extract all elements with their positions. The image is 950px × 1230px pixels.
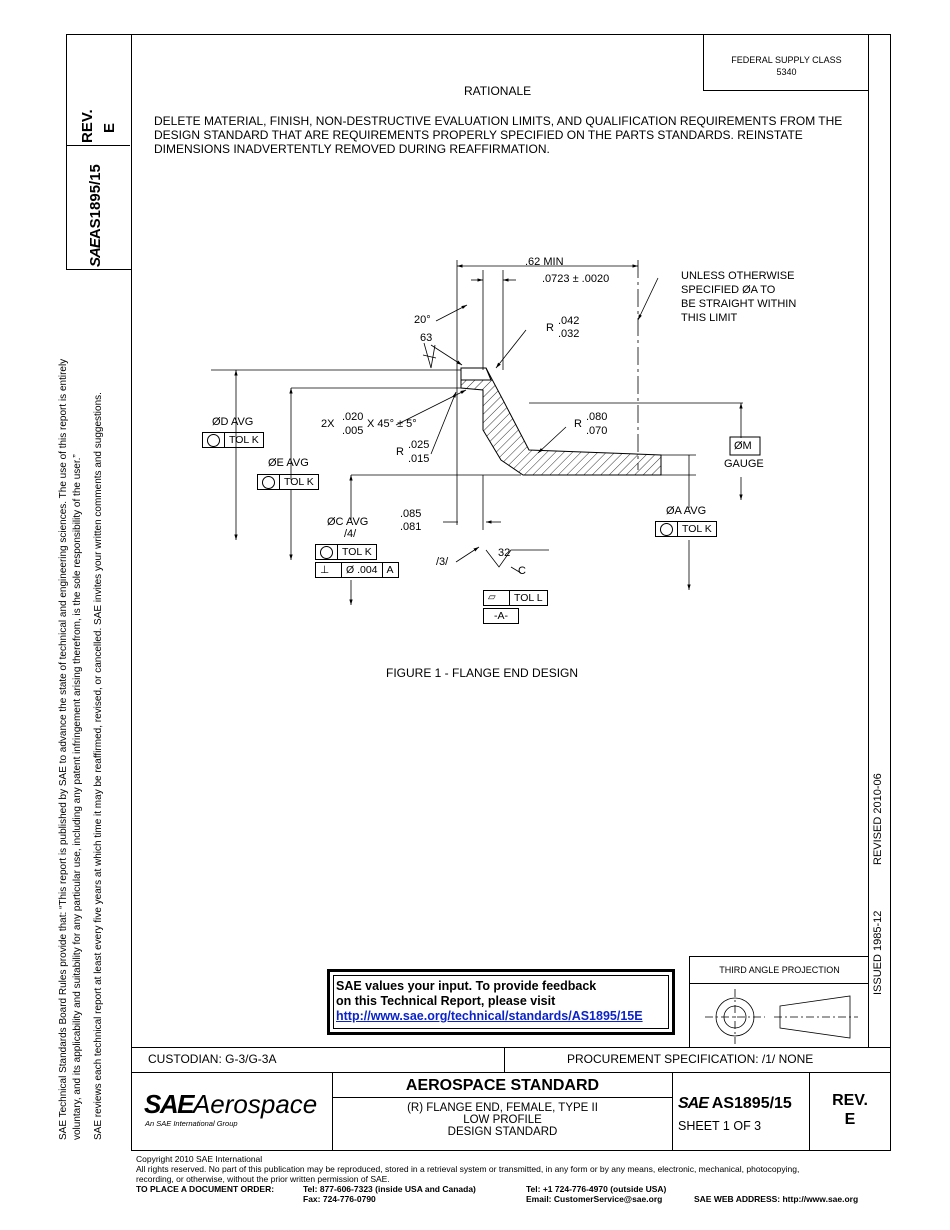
federal-supply-label: FEDERAL SUPPLY CLASS	[731, 55, 842, 65]
finish-63: 63	[420, 332, 433, 344]
gauge-label: GAUGE	[724, 458, 764, 470]
depth-hi: .085	[400, 508, 422, 520]
finish-32: 32	[498, 547, 511, 559]
c-avg-label: ØC AVG	[327, 516, 369, 528]
custodian-row: CUSTODIAN: G-3/G-3A PROCUREMENT SPECIFIC…	[131, 1048, 891, 1073]
left-rev-letter: E	[101, 122, 118, 133]
title-line1: (R) FLANGE END, FEMALE, TYPE II	[407, 1102, 598, 1114]
custodian: CUSTODIAN: G-3/G-3A	[132, 1048, 505, 1072]
radius-label-2: R	[574, 418, 582, 430]
sheet-number: SHEET 1 OF 3	[678, 1119, 762, 1133]
radius-3-lo: .015	[408, 453, 430, 465]
projection-title: THIRD ANGLE PROJECTION	[690, 957, 869, 984]
federal-supply-box: FEDERAL SUPPLY CLASS 5340	[703, 34, 869, 91]
doc-sae-logo: SAE	[678, 1095, 709, 1112]
feedback-line1: SAE values your input. To provide feedba…	[336, 979, 597, 993]
left-rev-label: REV.	[79, 109, 96, 143]
title-line2: LOW PROFILE	[463, 1114, 542, 1126]
flatness-frame: ▱TOL L	[483, 590, 548, 606]
gauge-m-label: ØM	[734, 440, 752, 452]
title-block: SAEAerospace An SAE International Group …	[131, 1073, 891, 1151]
min-length-dim: .62 MIN	[525, 256, 564, 268]
title-rev-letter: E	[844, 1111, 856, 1128]
issued-date: ISSUED 1985-12	[872, 910, 884, 995]
title-section: AEROSPACE STANDARD (R) FLANGE END, FEMAL…	[333, 1073, 673, 1150]
rationale-text: DELETE MATERIAL, FINISH, NON-DESTRUCTIVE…	[154, 114, 843, 156]
drawing-frame	[131, 34, 869, 1048]
left-header-column: REV. E SAEAS1895/15	[66, 34, 131, 270]
title-rev-label: REV.	[832, 1092, 868, 1109]
left-sae-logo: SAE	[87, 239, 104, 267]
projection-symbol-icon	[705, 989, 858, 1044]
logo-aerospace: Aerospace	[192, 1089, 318, 1119]
datum-a-frame: -A-	[483, 608, 519, 624]
revision-section: REV. E	[810, 1073, 890, 1150]
document-number-section: SAE AS1895/15 SHEET 1 OF 3	[673, 1073, 810, 1150]
figure-caption: FIGURE 1 - FLANGE END DESIGN	[386, 666, 579, 680]
radius-1-hi: .042	[558, 315, 580, 327]
flange-drawing	[211, 260, 761, 605]
tel-usa: Tel: 877-606-7323 (inside USA and Canada…	[303, 1184, 476, 1194]
radius-1-lo: .032	[558, 328, 580, 340]
angle-dim: 20°	[414, 314, 431, 326]
side-note-line1: SAE Technical Standards Board Rules prov…	[58, 358, 69, 1140]
sae-aerospace-logo: SAEAerospace An SAE International Group	[132, 1073, 333, 1150]
chamfer-hi: .020	[342, 411, 364, 423]
logo-sae: SAE	[144, 1089, 194, 1119]
federal-supply-value: 5340	[776, 67, 797, 77]
rights-line2: recording, or otherwise, without the pri…	[136, 1174, 390, 1184]
radius-2-hi: .080	[586, 411, 608, 423]
radius-3-hi: .025	[408, 439, 430, 451]
depth-lo: .081	[400, 521, 422, 533]
datum-c: C	[518, 565, 526, 577]
rights-line1: All rights reserved. No part of this pub…	[136, 1164, 800, 1174]
copyright: Copyright 2010 SAE International	[136, 1154, 263, 1164]
web-address: SAE WEB ADDRESS: http://www.sae.org	[694, 1194, 859, 1204]
right-revision-strip: ISSUED 1985-12 REVISED 2010-06	[869, 34, 891, 1048]
note-3: /3/	[436, 556, 449, 568]
wall-thickness-dim: .0723 ± .0020	[542, 273, 610, 285]
feedback-line2: on this Technical Report, please visit	[336, 994, 556, 1008]
side-note-line2: voluntary, and its applicability and sui…	[72, 454, 83, 1140]
email: Email: CustomerService@sae.org	[526, 1194, 663, 1204]
standard-type: AEROSPACE STANDARD	[333, 1073, 672, 1098]
feedback-link[interactable]: http://www.sae.org/technical/standards/A…	[336, 1009, 643, 1023]
procurement-spec: PROCUREMENT SPECIFICATION: /1/ NONE	[567, 1052, 814, 1066]
chamfer-angle: X 45° ± 5°	[367, 418, 417, 430]
e-avg-label: ØE AVG	[268, 457, 309, 469]
left-doc-id: SAEAS1895/15	[87, 164, 104, 267]
radius-label-1: R	[546, 322, 554, 334]
document-number: AS1895/15	[711, 1095, 792, 1112]
c-note: /4/	[344, 528, 357, 540]
e-tol-frame: TOL K	[257, 474, 319, 490]
a-avg-label: ØA AVG	[666, 505, 707, 517]
title-line3: DESIGN STANDARD	[447, 1126, 558, 1138]
flange-section	[460, 367, 662, 476]
feedback-box: SAE values your input. To provide feedba…	[327, 969, 675, 1035]
logo-subtitle: An SAE International Group	[145, 1119, 238, 1128]
d-tol-frame: TOL K	[202, 432, 264, 448]
d-avg-label: ØD AVG	[212, 416, 254, 428]
radius-label-3: R	[396, 446, 404, 458]
tel-outside: Tel: +1 724-776-4970 (outside USA)	[526, 1184, 667, 1194]
a-tol-frame: TOL K	[655, 521, 717, 537]
fax: Fax: 724-776-0790	[303, 1194, 376, 1204]
third-angle-projection: THIRD ANGLE PROJECTION	[689, 956, 869, 1048]
order-label: TO PLACE A DOCUMENT ORDER:	[136, 1184, 275, 1194]
c-tol-frame: TOL K	[315, 544, 377, 560]
rationale-title: RATIONALE	[464, 84, 532, 98]
footer: Copyright 2010 SAE International All rig…	[136, 1154, 886, 1204]
radius-2-lo: .070	[586, 425, 608, 437]
revised-date: REVISED 2010-06	[872, 773, 884, 865]
chamfer-lo: .005	[342, 425, 364, 437]
side-note-line3: SAE reviews each technical report at lea…	[93, 392, 104, 1140]
chamfer-count: 2X	[321, 418, 335, 430]
